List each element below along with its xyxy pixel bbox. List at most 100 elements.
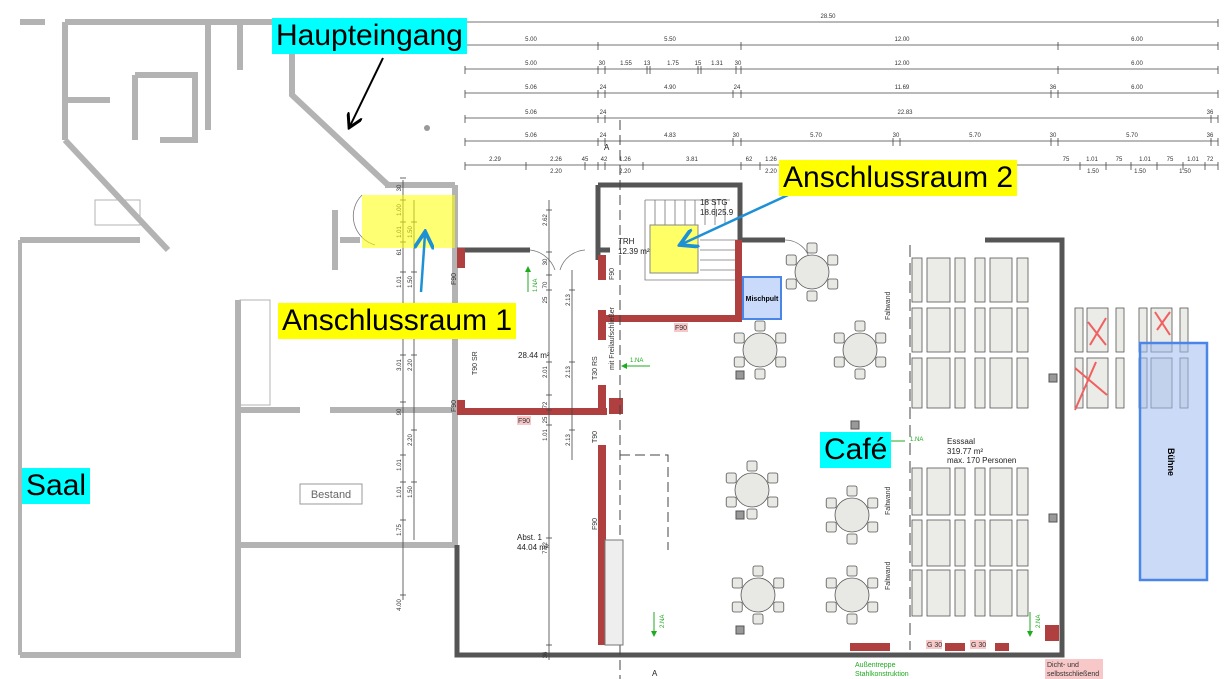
chair [825,577,837,589]
table-top [834,497,870,533]
svg-text:G 30: G 30 [971,642,986,649]
dimension-label: 1.26 [765,157,777,163]
dimension-label: 2.13 [566,294,572,306]
dimension-label: 42 [601,157,608,163]
svg-text:F90: F90 [592,518,599,530]
emergency-exit-markers: 1.NA 1.NA 1.NA 2.NA 2.NA [525,266,1042,637]
chair [827,254,839,266]
chair [754,320,766,332]
dimension-label: 2.20 [619,169,631,175]
chair [825,521,837,533]
dimension-label: 28.50 [820,14,836,20]
buehne-stage [1138,341,1209,582]
column-marker [424,125,430,131]
svg-text:12.39 m²: 12.39 m² [618,247,650,256]
dimension-label: 2.62 [543,214,549,226]
dimension-label: 1.50 [408,276,414,288]
dimension-label: 2.20 [765,169,777,175]
bench-table [954,307,966,353]
chair [867,601,879,613]
bench-table [989,467,1013,516]
table-top [740,577,776,613]
anschlussraum-2-highlight [649,224,699,274]
dimension-label: 22.83 [897,110,913,116]
chair [846,565,858,577]
section-marker-top: A [604,143,610,152]
svg-text:F90: F90 [609,268,616,280]
svg-text:44.04 m²: 44.04 m² [517,543,549,552]
dimension-label: 2.20 [550,169,562,175]
chair [806,290,818,302]
dimension-label: 11.69 [895,85,910,91]
dimension-label: 6.00 [1131,85,1143,91]
dimension-label: 24 [600,110,607,116]
bench-table [954,569,966,617]
bench-table [1115,307,1125,353]
dimension-label: 30 [733,133,740,139]
round-table [785,242,839,302]
svg-text:Abst. 1: Abst. 1 [517,533,542,542]
svg-text:F90: F90 [451,400,458,412]
svg-text:319.77 m²: 319.77 m² [947,447,983,456]
dimension-label: 24 [734,85,741,91]
dimension-label: 15 [695,61,702,67]
bench-table [974,357,986,409]
dimension-label: 2.01 [543,366,549,378]
kitchen-counter [604,539,624,646]
chair [785,254,797,266]
pillar [1048,513,1058,523]
bench-table [1074,357,1084,409]
dimension-label: 25 [543,296,549,303]
chair [854,320,866,332]
bench-table [954,357,966,409]
svg-text:Dicht- und: Dicht- und [1047,662,1079,669]
dimension-label: 4.83 [664,133,676,139]
bench-table [911,257,923,303]
haupteingang-arrow [350,57,384,126]
dimension-label: 72 [1207,157,1214,163]
table-top [742,332,778,368]
dimension-label: 5.70 [810,133,822,139]
dimension-label: 36 [1050,85,1057,91]
bench-table [1016,307,1029,353]
bench-table [954,519,966,567]
svg-text:Bestand: Bestand [311,489,351,501]
dimension-label: 5.00 [525,61,537,67]
bench-table [1074,307,1084,353]
dimension-label: 30 [543,258,549,265]
dimension-label: 2.20 [408,434,414,446]
svg-text:1.NA: 1.NA [533,279,539,292]
bench-table [1016,257,1029,303]
buehne-label: Bühne [1166,448,1176,476]
dimension-label: 1.01 [397,459,403,471]
round-table [725,460,779,520]
new-building-walls [454,182,1065,658]
round-table [825,485,879,545]
bench-table [1115,357,1125,409]
dimension-label: 1.01 [1086,157,1098,163]
pillar [735,370,745,380]
existing-building-walls [18,19,458,658]
bench-table [974,569,986,617]
mischpult-label: Mischpult [746,296,779,303]
callout-anschlussraum-1: Anschlussraum 1 [278,303,517,339]
chair [867,497,879,509]
chair [725,472,737,484]
callout-saal: Saal [22,468,91,504]
svg-text:G 30: G 30 [927,642,942,649]
dimension-label: 1.26 [619,157,631,163]
table-top [842,332,878,368]
table-top [734,472,770,508]
dimension-label: 1.75 [667,61,679,67]
svg-text:Esssaal: Esssaal [947,437,975,446]
svg-text:T30 RS: T30 RS [592,356,599,380]
fire-rating-tags: F90 F90 F90 F90 F90 F90 T90 SR T30 RS T9… [451,268,1103,679]
svg-text:1.NA: 1.NA [910,437,923,443]
dimension-label: 1.01 [1187,157,1199,163]
svg-text:28.44 m²: 28.44 m² [518,351,550,360]
round-table [731,565,785,625]
dimension-label: 75 [1063,157,1070,163]
chair [767,496,779,508]
anschlussraum-2-arrow [682,193,789,244]
